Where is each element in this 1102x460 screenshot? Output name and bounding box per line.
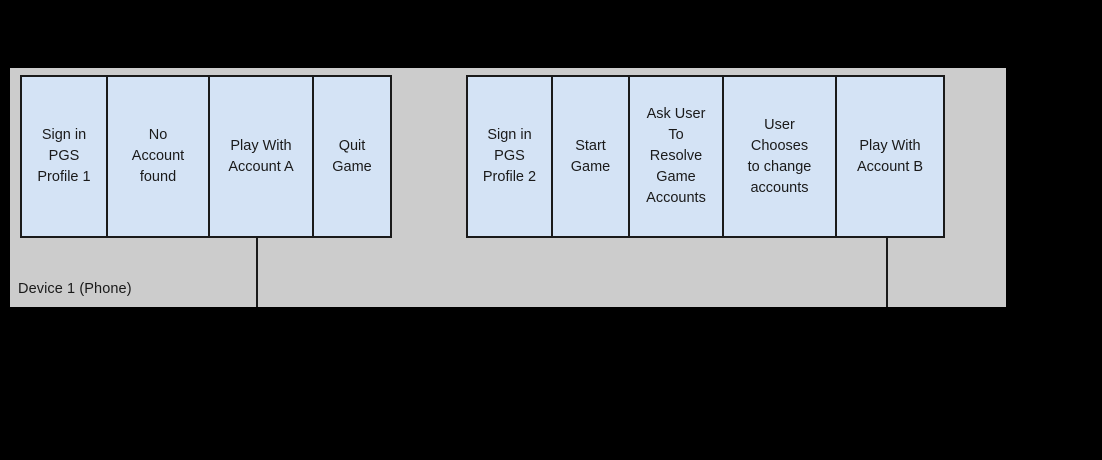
step-quit-game[interactable]: Quit Game xyxy=(314,77,390,236)
step-label: No Account found xyxy=(131,127,185,185)
device-lane-label: Device 1 (Phone) xyxy=(18,281,132,297)
step-label: Ask User To Resolve Game Accounts xyxy=(646,106,706,206)
step-label: Start Game xyxy=(570,137,611,175)
step-row-session-1: Sign in PGS Profile 1 No Account found P… xyxy=(20,75,392,238)
connector-after-play-with-account-a xyxy=(256,238,258,307)
step-sign-in-pgs-profile-2[interactable]: Sign in PGS Profile 2 xyxy=(468,77,553,236)
step-ask-user-to-resolve-game-accounts[interactable]: Ask User To Resolve Game Accounts xyxy=(630,77,724,236)
connector-after-play-with-account-b xyxy=(886,238,888,307)
step-sign-in-pgs-profile-1[interactable]: Sign in PGS Profile 1 xyxy=(22,77,108,236)
step-no-account-found[interactable]: No Account found xyxy=(108,77,210,236)
step-user-chooses-to-change-accounts[interactable]: User Chooses to change accounts xyxy=(724,77,837,236)
step-label: Play With Account B xyxy=(856,137,924,175)
step-row-session-2: Sign in PGS Profile 2 Start Game Ask Use… xyxy=(466,75,945,238)
step-label: Sign in PGS Profile 1 xyxy=(37,127,91,185)
step-label: Play With Account A xyxy=(228,137,294,175)
step-label: Quit Game xyxy=(332,137,372,175)
step-start-game[interactable]: Start Game xyxy=(553,77,630,236)
step-label: Sign in PGS Profile 2 xyxy=(482,127,537,185)
step-play-with-account-a[interactable]: Play With Account A xyxy=(210,77,314,236)
step-label: User Chooses to change accounts xyxy=(747,116,812,196)
step-play-with-account-b[interactable]: Play With Account B xyxy=(837,77,943,236)
